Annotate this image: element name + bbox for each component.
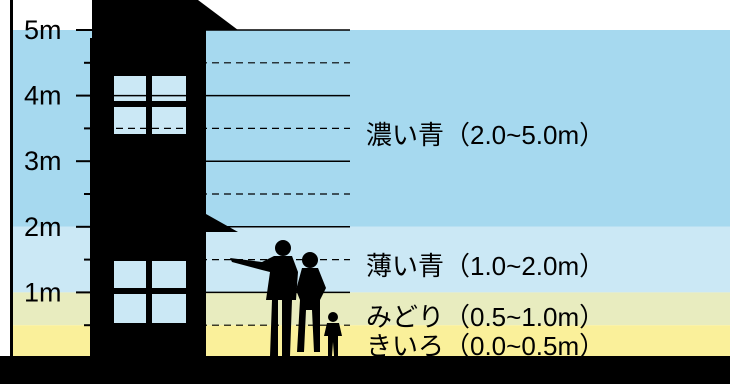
scale-tick-label: 3m	[24, 146, 62, 176]
band-label-green: みどり（0.5~1.0m）	[366, 302, 605, 332]
scale-left-edge	[10, 0, 13, 360]
scale-tick-label: 4m	[24, 81, 62, 111]
scale-tick-label: 5m	[24, 15, 62, 45]
height-scale: 1m 2m 3m 4m 5m	[10, 0, 93, 360]
band-label-dark-blue: 濃い青（2.0~5.0m）	[366, 120, 605, 150]
band-label-light-blue: 薄い青（1.0~2.0m）	[366, 251, 605, 281]
depth-guide-lines	[92, 29, 350, 326]
scale-tick-label: 1m	[24, 277, 62, 307]
band-label-yellow: きいろ（0.0~0.5m）	[366, 331, 605, 361]
scale-tick-label: 2m	[24, 212, 62, 242]
ground	[0, 356, 730, 384]
family-silhouette-icon	[230, 240, 342, 356]
band-labels: 濃い青（2.0~5.0m） 薄い青（1.0~2.0m） みどり（0.5~1.0m）き…	[366, 120, 605, 361]
scale-axis	[90, 38, 93, 360]
